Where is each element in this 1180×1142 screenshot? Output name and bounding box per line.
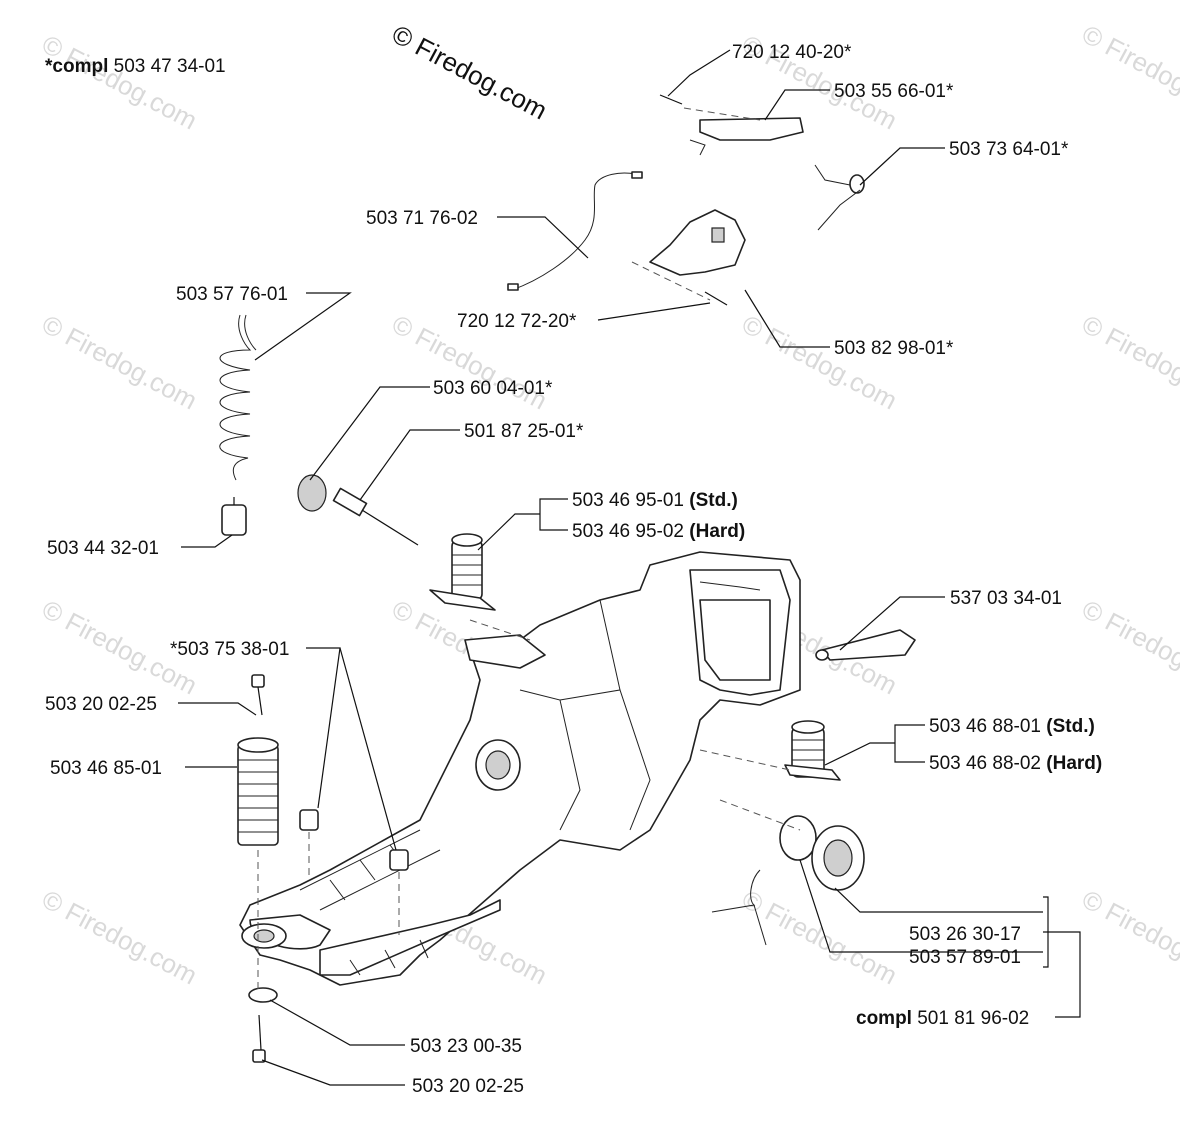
- label-compl-set: *compl 503 47 34-01: [45, 56, 226, 77]
- fuel-hose: [219, 314, 257, 536]
- throttle-trigger: [649, 209, 746, 306]
- part-labels: *compl 503 47 34-01 720 12 40-20* 503 55…: [45, 42, 1102, 1097]
- label-503-46-95-01: 503 46 95-01 (Std.): [572, 490, 738, 511]
- throttle-lockout: [659, 94, 804, 156]
- label-537-03-34-01: 537 03 34-01: [950, 588, 1062, 609]
- label-compl-501-81-96-02: compl 501 81 96-02: [856, 1008, 1029, 1029]
- watermark: © Firedog.com: [37, 29, 202, 136]
- alignment-lines: [257, 107, 801, 990]
- label-503-23-00-35: 503 23 00-35: [410, 1036, 522, 1057]
- label-503-57-76-01: 503 57 76-01: [176, 284, 288, 305]
- label-720-12-40-20: 720 12 40-20*: [732, 42, 852, 63]
- spring: [814, 164, 865, 231]
- label-part-number: 503 46 95-01: [572, 490, 689, 511]
- label-503-20-02-25-top: 503 20 02-25: [45, 694, 157, 715]
- watermark: © Firedog.com: [1077, 594, 1180, 701]
- label-variant: (Std.): [1046, 716, 1095, 737]
- fuel-cap: [711, 815, 865, 946]
- parts-illustration: [219, 94, 916, 1063]
- label-compl-number: 501 81 96-02: [912, 1008, 1029, 1029]
- vibration-damper-rear: [784, 720, 841, 781]
- air-purge: [332, 487, 419, 546]
- handle-housing: [239, 551, 801, 986]
- label-part-number: 503 46 88-02: [929, 753, 1046, 774]
- label-503-26-30-17: 503 26 30-17: [909, 924, 1021, 945]
- fuel-filter: [297, 474, 327, 512]
- leader-lines: [178, 49, 1081, 1086]
- watermark: © Firedog.com: [37, 884, 202, 991]
- label-compl-prefix: *compl: [45, 56, 108, 77]
- watermark: © Firedog.com: [1077, 309, 1180, 416]
- watermark: © Firedog.com: [737, 884, 902, 991]
- label-720-12-72-20: 720 12 72-20*: [457, 311, 577, 332]
- watermark: © Firedog.com: [37, 309, 202, 416]
- vibration-damper-left: [237, 737, 279, 846]
- label-variant: (Hard): [1046, 753, 1102, 774]
- label-503-20-02-25-bottom: 503 20 02-25: [412, 1076, 524, 1097]
- label-503-46-88-02: 503 46 88-02 (Hard): [929, 753, 1102, 774]
- label-variant: (Hard): [689, 521, 745, 542]
- label-503-46-95-02: 503 46 95-02 (Hard): [572, 521, 745, 542]
- label-503-44-32-01: 503 44 32-01: [47, 538, 159, 559]
- watermark: © Firedog.com: [737, 309, 902, 416]
- screws: [248, 674, 409, 1063]
- label-503-71-76-02: 503 71 76-02: [366, 208, 478, 229]
- watermark: © Firedog.com: [1077, 19, 1180, 126]
- label-variant: (Std.): [689, 490, 738, 511]
- label-part-number: 503 46 88-01: [929, 716, 1046, 737]
- label-503-60-04-01: 503 60 04-01*: [433, 378, 553, 399]
- label-503-57-89-01: 503 57 89-01: [909, 947, 1021, 968]
- label-503-75-38-01: *503 75 38-01: [170, 639, 289, 660]
- label-503-73-64-01: 503 73 64-01*: [949, 139, 1069, 160]
- handle-cover: [815, 629, 916, 661]
- label-compl-number: 503 47 34-01: [108, 56, 225, 77]
- label-501-87-25-01: 501 87 25-01*: [464, 421, 584, 442]
- label-part-number: 503 46 95-02: [572, 521, 689, 542]
- label-503-46-85-01: 503 46 85-01: [50, 758, 162, 779]
- copyright-notice: © Firedog.com: [387, 19, 552, 126]
- label-503-46-88-01: 503 46 88-01 (Std.): [929, 716, 1095, 737]
- label-503-55-66-01: 503 55 66-01*: [834, 81, 954, 102]
- watermark: © Firedog.com: [1077, 884, 1180, 991]
- vibration-damper-front: [429, 533, 496, 611]
- label-503-82-98-01: 503 82 98-01*: [834, 338, 954, 359]
- throttle-cable: [507, 171, 643, 291]
- label-compl-prefix: compl: [856, 1008, 912, 1029]
